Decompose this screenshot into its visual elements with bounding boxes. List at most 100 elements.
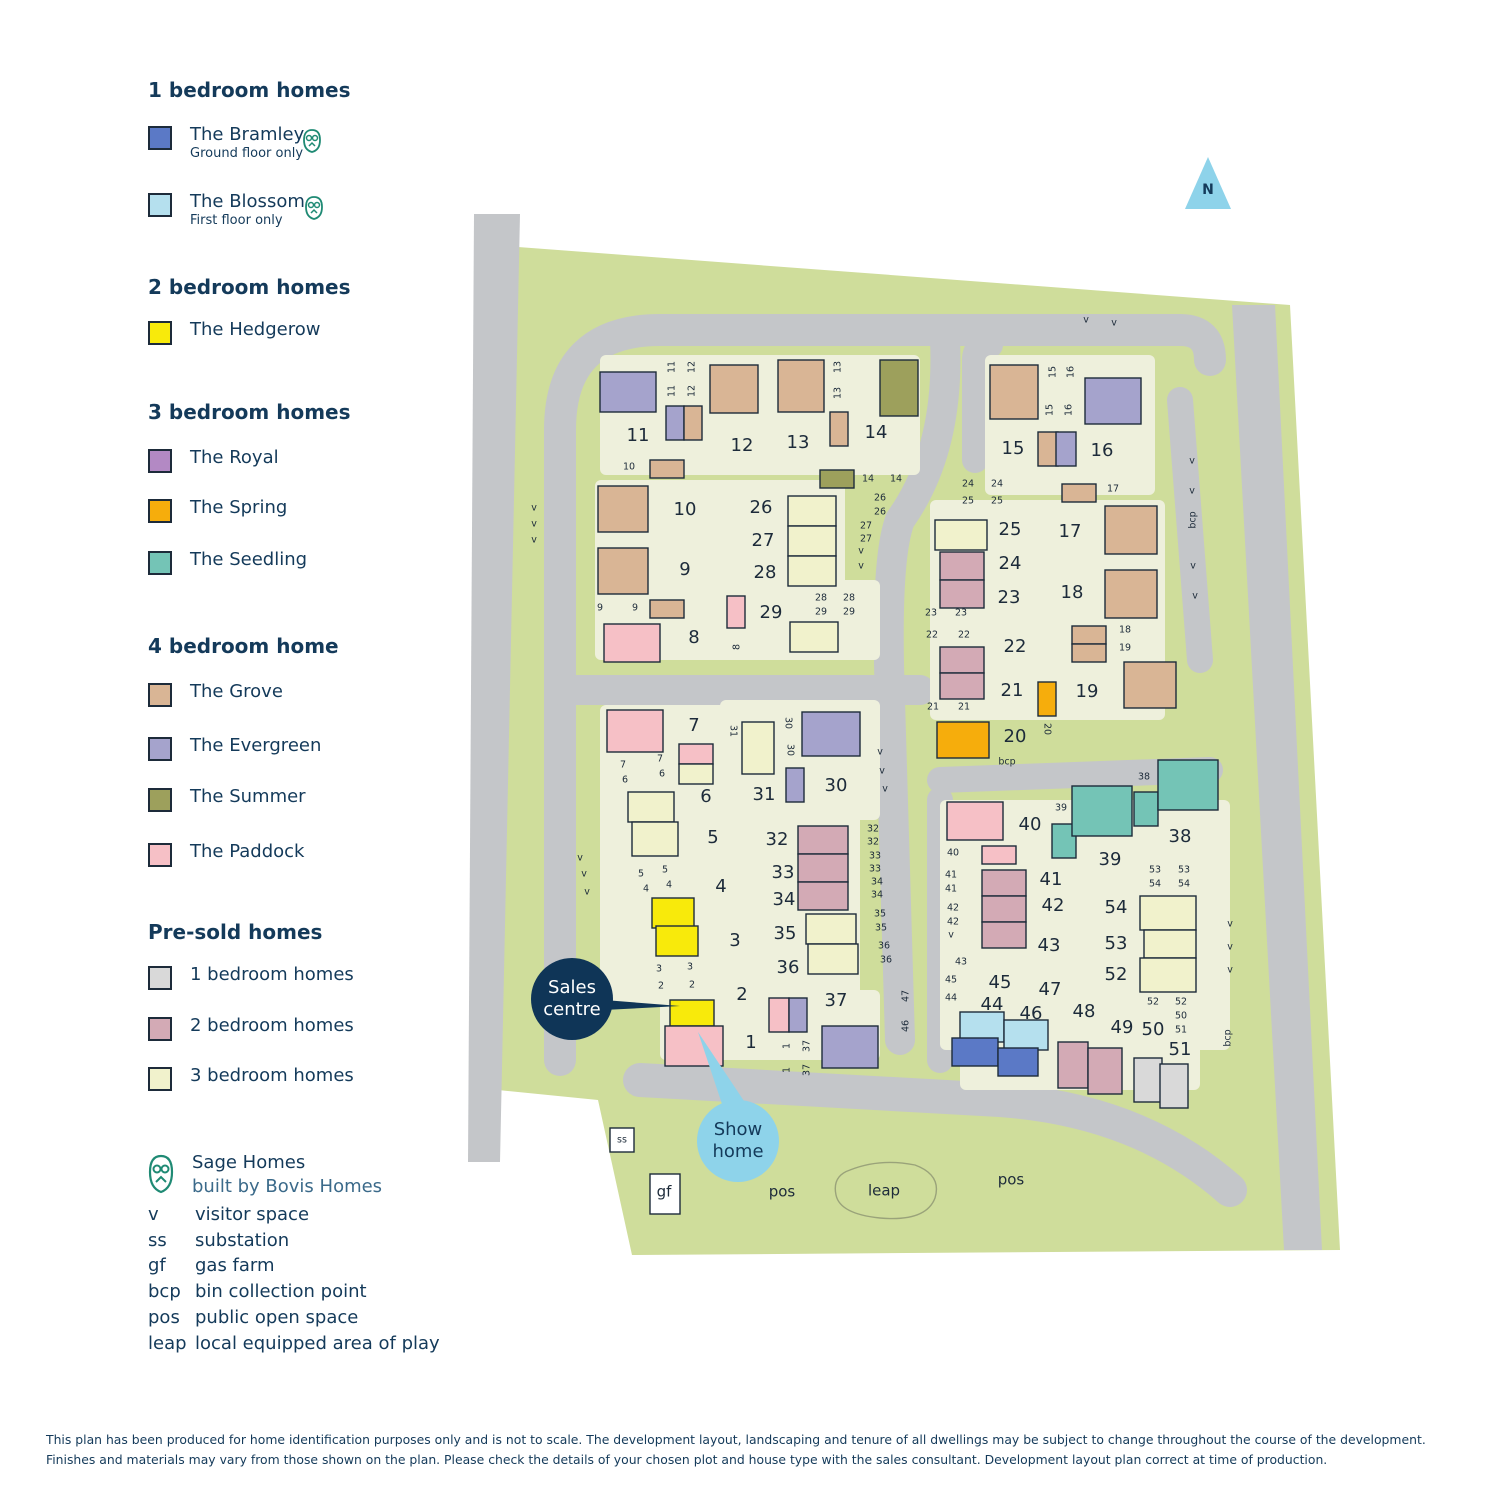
svg-text:13: 13 (833, 387, 844, 399)
svg-text:v: v (581, 869, 587, 880)
legend-item-label: 3 bedroom homes (190, 1065, 354, 1086)
sales-centre-line2: centre (543, 999, 601, 1020)
svg-text:4: 4 (643, 884, 649, 895)
north-arrow: N (1185, 157, 1231, 209)
svg-text:v: v (1111, 318, 1117, 329)
swatch-hedgerow (148, 321, 172, 345)
svg-text:20: 20 (1042, 723, 1053, 735)
svg-text:29: 29 (843, 607, 855, 618)
svg-text:37: 37 (802, 1040, 813, 1052)
abbr-code: leap (148, 1333, 187, 1354)
svg-text:11: 11 (627, 425, 650, 446)
legend-section-title: 2 bedroom homes (148, 275, 351, 299)
swatch-summer (148, 788, 172, 812)
swatch-spring (148, 499, 172, 523)
house-plots (597, 359, 1219, 1109)
svg-text:21: 21 (927, 702, 939, 713)
svg-text:52: 52 (1147, 997, 1159, 1008)
svg-text:15: 15 (1045, 404, 1056, 416)
svg-text:9: 9 (632, 603, 638, 614)
svg-text:12: 12 (731, 435, 754, 456)
abbr-desc: visitor space (195, 1204, 310, 1225)
svg-text:24: 24 (991, 479, 1003, 490)
legend-item-sub: First floor only (190, 213, 283, 228)
svg-text:31: 31 (753, 784, 776, 805)
parking-space-labels: 10 9 9 14 14 26 26 27 27 28 28 29 29 24 … (597, 462, 1190, 1036)
svg-text:27: 27 (860, 534, 872, 545)
legend-item-label: The Grove (190, 681, 283, 702)
svg-text:32: 32 (766, 829, 789, 850)
abbr-code: ss (148, 1230, 167, 1251)
svg-text:54: 54 (1149, 879, 1161, 890)
svg-text:54: 54 (1178, 879, 1190, 890)
svg-text:bcp: bcp (1223, 1029, 1234, 1046)
svg-text:1: 1 (745, 1032, 756, 1053)
svg-text:3: 3 (729, 930, 740, 951)
svg-text:35: 35 (774, 923, 797, 944)
svg-text:40: 40 (947, 848, 959, 859)
svg-text:v: v (1227, 942, 1233, 953)
swatch-royal (148, 449, 172, 473)
svg-text:9: 9 (679, 559, 690, 580)
svg-text:51: 51 (1169, 1039, 1192, 1060)
svg-text:9: 9 (597, 603, 603, 614)
svg-text:43: 43 (955, 957, 967, 968)
svg-text:42: 42 (947, 903, 959, 914)
svg-text:4: 4 (666, 880, 672, 891)
svg-text:26: 26 (750, 497, 773, 518)
svg-text:54: 54 (1105, 897, 1128, 918)
svg-text:50: 50 (1142, 1019, 1165, 1040)
plot-numbers: 11 12 13 14 10 26 27 28 9 8 29 15 16 17 … (627, 422, 1192, 1060)
svg-text:2: 2 (658, 981, 664, 992)
site-features: ss gf leap pos pos (609, 1127, 1024, 1220)
legend-item-sub: Ground floor only (190, 146, 304, 161)
sales-centre-callout: Sales centre (531, 958, 680, 1040)
svg-text:38: 38 (1169, 826, 1192, 847)
svg-text:46: 46 (901, 1020, 912, 1032)
svg-text:16: 16 (1064, 404, 1075, 416)
svg-text:N: N (1202, 182, 1214, 198)
svg-text:v: v (531, 535, 537, 546)
abbr-code: v (148, 1204, 159, 1225)
svg-text:26: 26 (874, 507, 886, 518)
svg-text:1: 1 (782, 1043, 793, 1049)
swatch-grove (148, 683, 172, 707)
leap-play-area (834, 1161, 938, 1220)
svg-text:18: 18 (1119, 625, 1131, 636)
svg-text:39: 39 (1099, 849, 1122, 870)
svg-text:51: 51 (1175, 1025, 1187, 1036)
svg-text:5: 5 (662, 865, 668, 876)
svg-text:42: 42 (1042, 895, 1065, 916)
svg-text:5: 5 (638, 869, 644, 880)
sage-owl-icon (303, 129, 321, 153)
svg-text:12: 12 (687, 361, 698, 373)
legend-item-label: The Bramley (190, 124, 305, 145)
legend-item-label: The Seedling (190, 549, 308, 570)
svg-text:23: 23 (955, 608, 967, 619)
svg-text:52: 52 (1175, 997, 1187, 1008)
legend-item-label: The Royal (190, 447, 279, 468)
sage-homes-owl-icon (148, 1154, 174, 1194)
svg-text:50: 50 (1175, 1011, 1187, 1022)
svg-text:28: 28 (754, 562, 777, 583)
show-home-line1: Show (714, 1119, 763, 1140)
svg-text:34: 34 (871, 890, 883, 901)
svg-text:6: 6 (622, 775, 628, 786)
svg-text:33: 33 (869, 851, 881, 862)
svg-text:v: v (577, 853, 583, 864)
svg-text:52: 52 (1105, 964, 1128, 985)
svg-text:v: v (948, 930, 954, 941)
svg-text:53: 53 (1149, 865, 1161, 876)
svg-text:35: 35 (875, 923, 887, 934)
svg-text:v: v (531, 503, 537, 514)
svg-text:24: 24 (999, 553, 1022, 574)
swatch-presold-2bed (148, 1017, 172, 1041)
show-home-callout: Show home (697, 1032, 779, 1182)
vertical-parking-labels: 11 11 12 12 13 13 15 16 15 16 8 31 30 30… (667, 361, 1234, 1076)
legend-section-title: 1 bedroom homes (148, 78, 351, 102)
svg-text:14: 14 (890, 474, 902, 485)
svg-text:15: 15 (1002, 438, 1025, 459)
east-main-road (1232, 305, 1322, 1250)
svg-text:42: 42 (947, 917, 959, 928)
